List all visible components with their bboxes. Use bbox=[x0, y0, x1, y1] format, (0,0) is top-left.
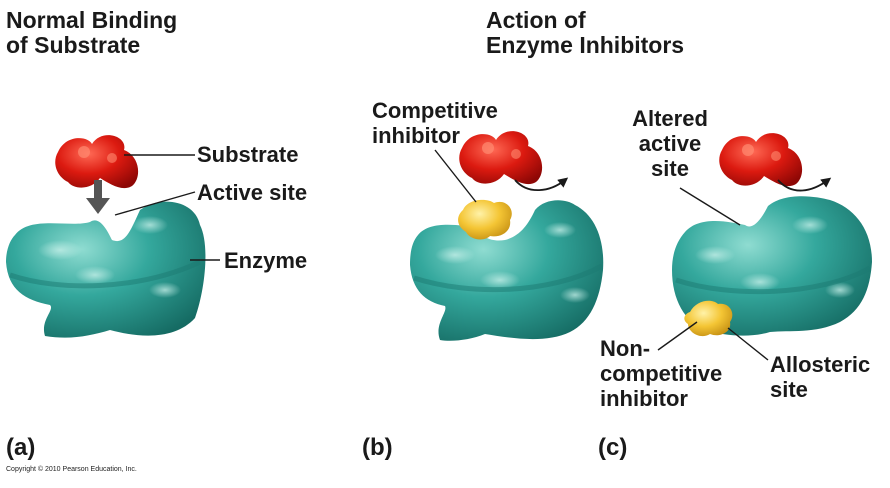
label-allosteric-line2: site bbox=[770, 377, 808, 402]
copyright-notice: Copyright © 2010 Pearson Education, Inc. bbox=[6, 466, 137, 473]
label-allosteric-site: Allosteric site bbox=[770, 352, 870, 402]
label-noncomp-line1: Non- bbox=[600, 336, 651, 361]
active-site-leader-line bbox=[114, 191, 196, 216]
substrate-b bbox=[459, 131, 543, 185]
title-normal-line2: of Substrate bbox=[6, 32, 141, 58]
title-normal-line1: Normal Binding bbox=[6, 7, 178, 33]
label-competitive-line2: inhibitor bbox=[372, 123, 460, 148]
enzyme-a bbox=[6, 201, 206, 338]
substrate-c bbox=[719, 133, 803, 187]
altered-site-leader-line bbox=[679, 187, 741, 226]
noncompetitive-inhibitor-shape bbox=[684, 300, 733, 337]
label-altered-line2: active bbox=[638, 131, 702, 156]
competitive-inhibitor-shape bbox=[458, 199, 512, 240]
substrate-c-curved-arrow bbox=[777, 177, 832, 192]
allosteric-leader-line bbox=[727, 327, 769, 361]
label-substrate: Substrate bbox=[197, 142, 299, 167]
title-action-line2: Enzyme Inhibitors bbox=[486, 32, 685, 58]
label-altered-line1: Altered bbox=[632, 106, 708, 131]
competitive-leader-line bbox=[434, 149, 477, 203]
panel-label-b: (b) bbox=[362, 434, 393, 461]
label-noncomp-line2: competitive bbox=[600, 361, 723, 386]
label-competitive-line1: Competitive bbox=[372, 98, 498, 123]
down-arrow bbox=[86, 180, 110, 214]
label-active-site: Active site bbox=[197, 180, 308, 205]
substrate-b-curved-arrow bbox=[514, 177, 569, 192]
enzyme-b bbox=[410, 200, 604, 341]
title-normal-binding: Normal Binding of Substrate bbox=[6, 8, 177, 58]
title-action-inhibitors: Action of Enzyme Inhibitors bbox=[486, 8, 684, 58]
label-competitive-inhibitor: Competitive inhibitor bbox=[372, 98, 498, 148]
noncompetitive-leader-line bbox=[657, 321, 698, 351]
label-noncomp-line3: inhibitor bbox=[600, 386, 688, 411]
enzyme-c bbox=[672, 196, 872, 336]
panel-label-a: (a) bbox=[6, 434, 36, 461]
label-noncompetitive-inhibitor: Non- competitive inhibitor bbox=[600, 336, 722, 411]
label-altered-active-site: Altered active site bbox=[620, 106, 720, 181]
substrate-a bbox=[55, 135, 139, 189]
label-altered-line3: site bbox=[651, 156, 689, 181]
label-allosteric-line1: Allosteric bbox=[770, 352, 871, 377]
label-enzyme: Enzyme bbox=[224, 248, 308, 273]
title-action-line1: Action of bbox=[486, 7, 586, 33]
panel-label-c: (c) bbox=[598, 434, 628, 461]
